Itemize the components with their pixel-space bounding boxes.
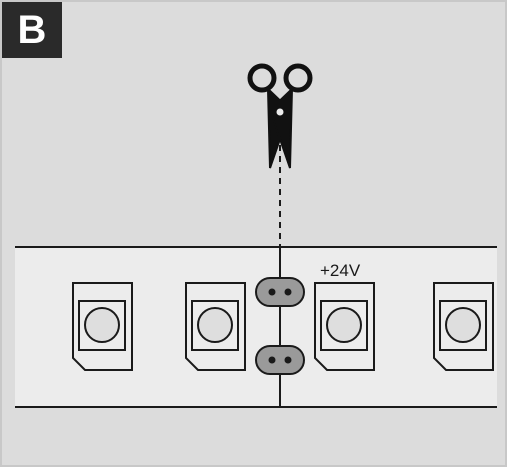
led-chip-3 — [314, 282, 375, 371]
solder-pad-bottom — [255, 345, 305, 375]
voltage-label: +24V — [320, 261, 361, 280]
led-chip-1 — [72, 282, 133, 371]
solder-pad-top — [255, 277, 305, 307]
led-chip-2 — [185, 282, 246, 371]
panel-badge: B — [2, 2, 62, 58]
led-chip-4 — [433, 282, 494, 371]
scissors-icon — [247, 63, 313, 169]
